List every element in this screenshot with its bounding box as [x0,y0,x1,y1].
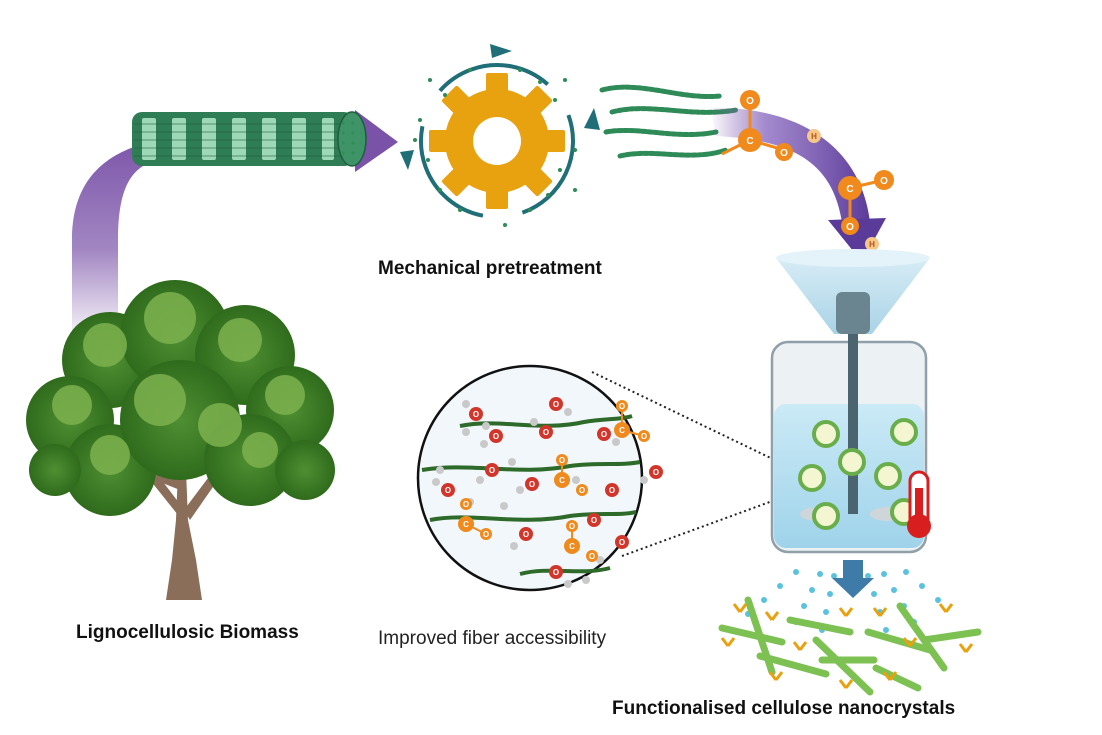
water-molecule: O [530,418,553,439]
water-molecule: O [640,465,663,484]
water-molecule: O [605,483,619,497]
atom-label: O [601,430,607,439]
atom-label: O [493,432,499,441]
atom-label: O [569,522,575,531]
fiber-zoom-view: O O O O O O O [416,364,809,592]
reagent-molecule-2: C O O H [838,170,894,251]
reagent-molecule-1: O C O H [721,90,821,161]
atom-label: O [780,148,788,159]
carboxyl-group: O C O [614,400,650,442]
water-molecule: O [587,513,601,527]
atom-label: C [746,136,753,147]
water-molecule: O [549,397,572,416]
atom-label: O [589,552,595,561]
carboxyl-group: O C O [554,454,588,496]
atom-label: H [811,132,817,141]
atom-label: C [569,542,575,551]
atom-label: O [483,530,489,539]
carboxyl-group: C O O [458,498,492,540]
cellulose-nanocrystals-icon [718,596,982,696]
atom-label: C [619,426,625,435]
atom-label: O [880,176,888,187]
water-molecule: O [615,535,629,549]
mechanical-pretreatment-label: Mechanical pretreatment [378,258,602,279]
atom-label: O [553,568,559,577]
atom-label: O [463,500,469,509]
functional-group-marks [720,603,974,689]
atom-label: O [445,486,451,495]
atom-label: C [463,520,469,529]
atom-label: O [619,402,625,411]
atom-label: C [559,476,565,485]
atom-label: O [619,538,625,547]
atom-label: O [846,222,854,233]
tree-icon [26,280,335,600]
water-molecule: O [597,427,620,446]
atom-label: O [529,480,535,489]
water-molecule: O [525,477,539,491]
water-molecule: O [549,565,572,588]
carboxyl-group: O C O [564,520,598,562]
atom-label: O [553,400,559,409]
atom-label: O [523,530,529,539]
water-molecule: O [480,429,503,448]
fiber-bundle-icon [132,111,367,167]
mechanical-gear-icon [400,44,600,227]
cycle-arrow-right-icon [584,108,600,130]
reactor-vessel-icon [770,249,931,554]
atom-label: O [489,466,495,475]
water-molecule: O [510,527,533,550]
output-arrow [832,560,874,598]
cycle-arrow-top-icon [490,44,512,58]
atom-label: O [641,432,647,441]
atom-label: O [579,486,585,495]
water-molecule: O [432,478,455,497]
atom-label: O [591,516,597,525]
thermometer-icon [907,470,931,538]
atom-label: O [653,468,659,477]
nanocrystals-label: Functionalised cellulose nanocrystals [612,698,956,719]
atom-label: O [609,486,615,495]
water-molecule: O [462,400,490,430]
biomass-label: Lignocellulosic Biomass [76,622,299,643]
atom-label: H [869,240,875,249]
atom-label: O [543,428,549,437]
fiber-accessibility-label: Improved fiber accessibility [378,628,607,649]
nanoparticle-cluster [798,418,918,530]
atom-label: C [846,184,853,195]
atom-label: O [473,410,479,419]
water-molecule: O [476,463,499,484]
atom-label: O [746,96,754,107]
cycle-arrow-left-icon [400,150,414,170]
atom-label: O [559,456,565,465]
